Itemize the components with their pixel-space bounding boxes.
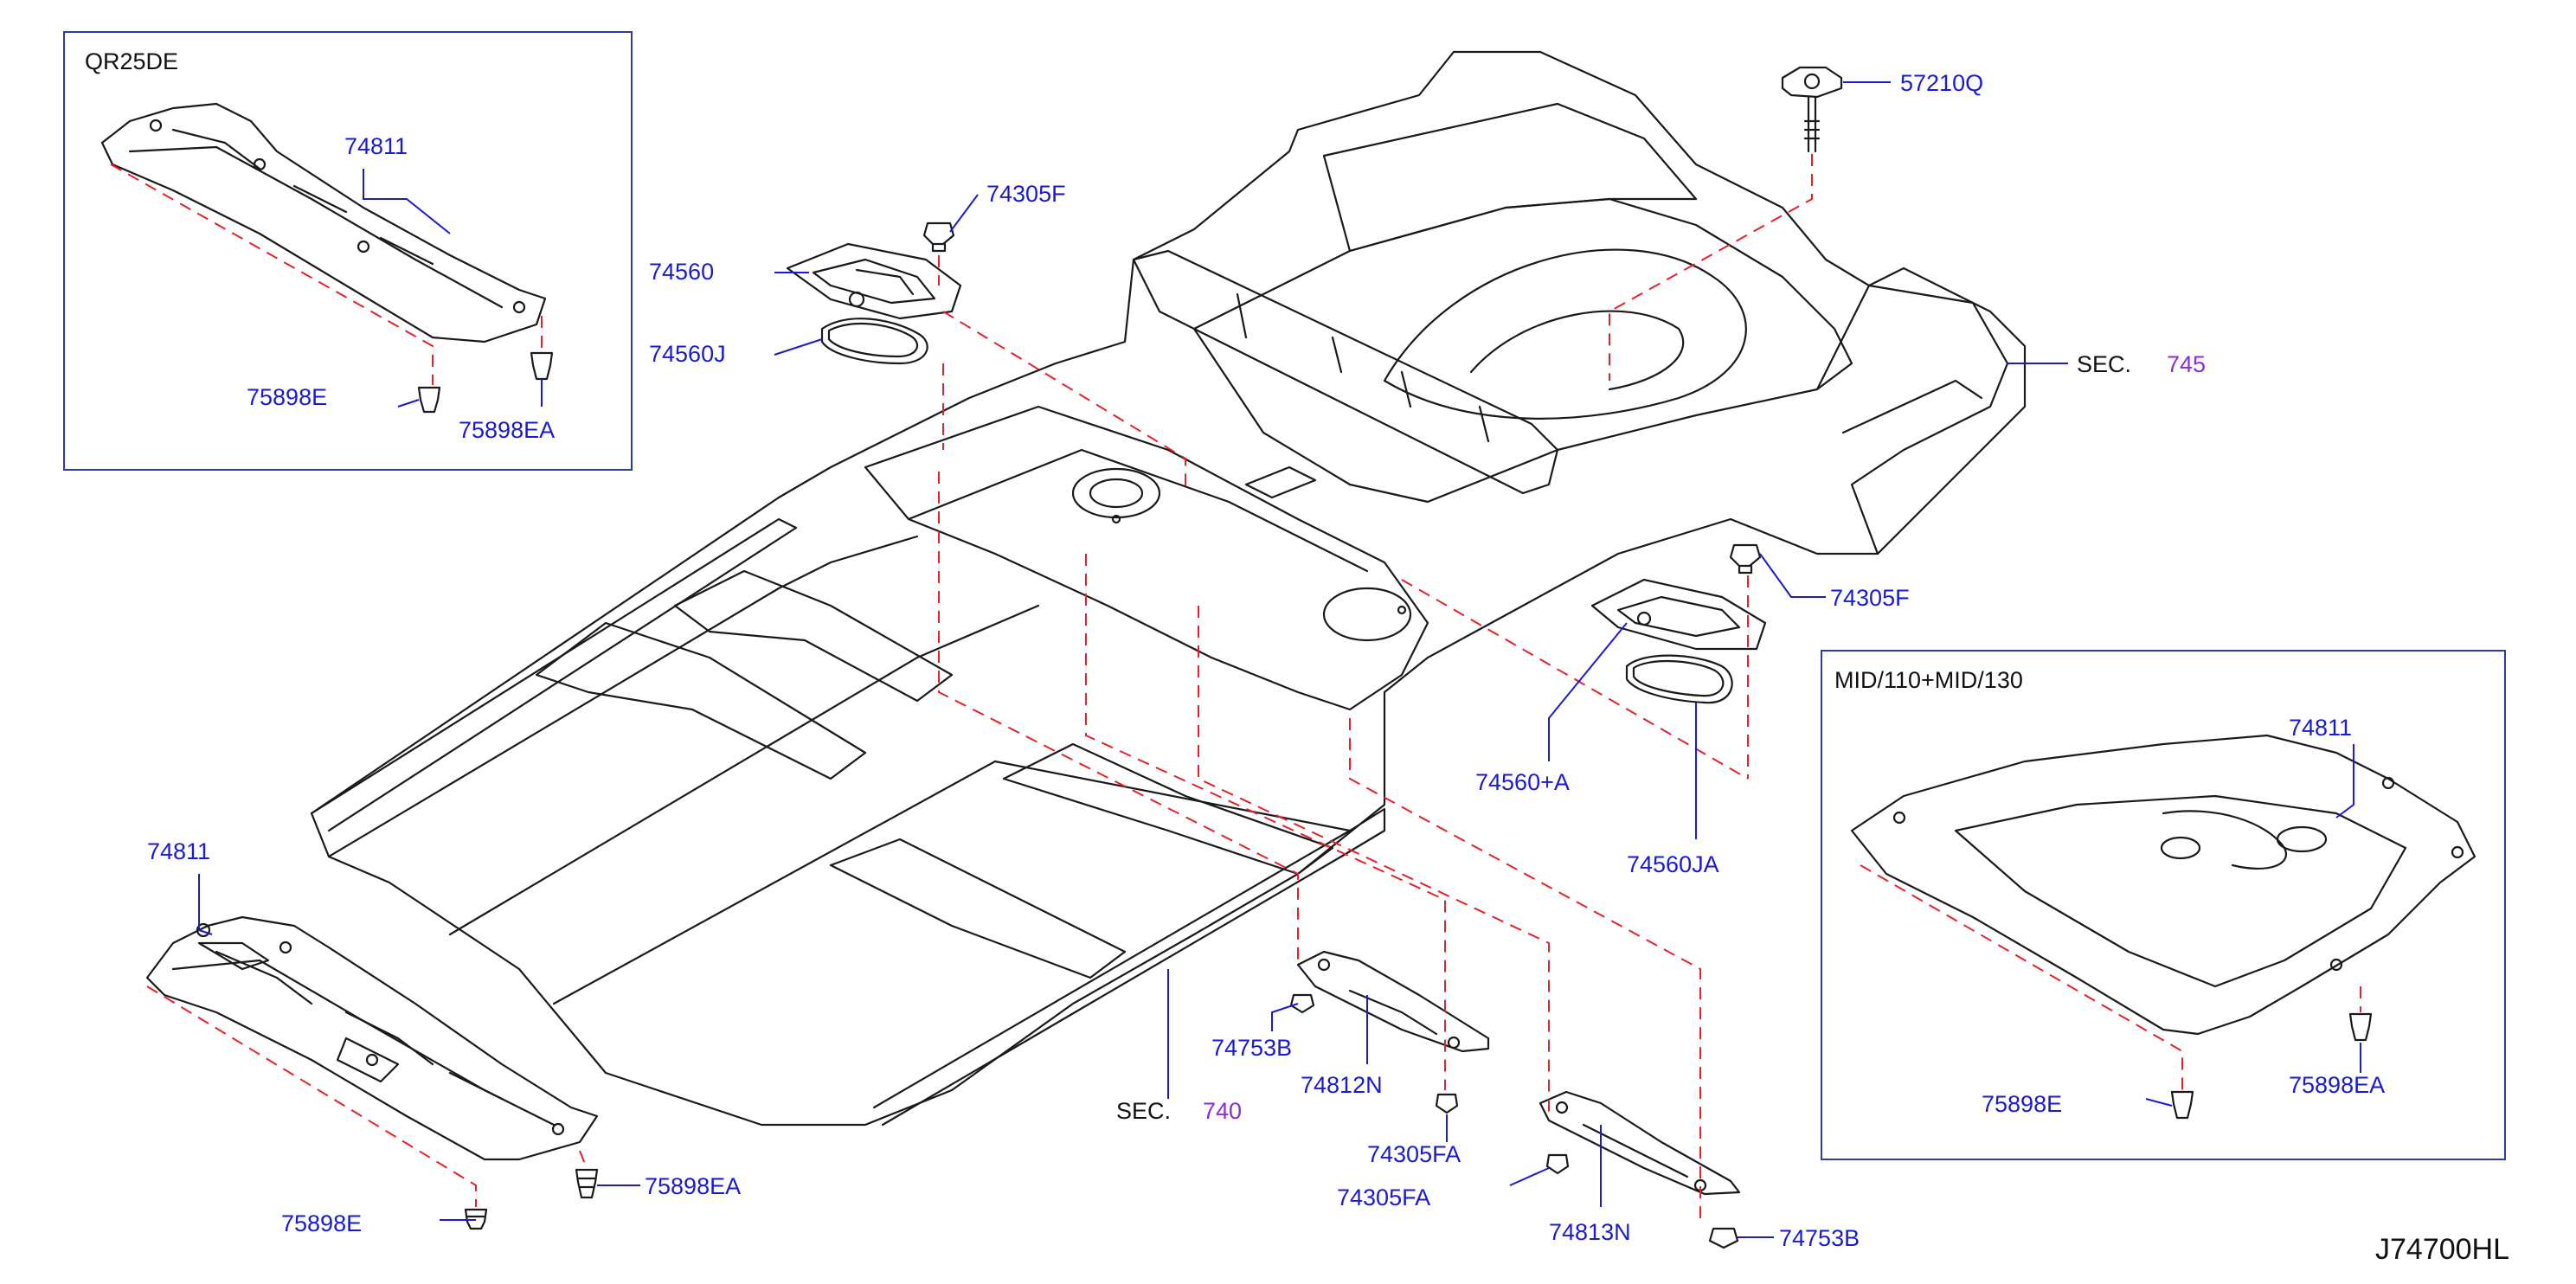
label-74305f-top: 74305F <box>986 181 1066 207</box>
label-75898e-inset-right: 75898E <box>1982 1091 2062 1117</box>
hole-cover-74560 <box>786 242 962 320</box>
clip-74305f-top <box>922 221 955 253</box>
label-74811-inset-right: 74811 <box>2289 715 2352 741</box>
clip-74753b-2 <box>1708 1227 1739 1249</box>
label-74560j: 74560J <box>649 341 726 367</box>
label-74811-main: 74811 <box>147 838 210 864</box>
section-ref-740-number: 740 <box>1203 1098 1242 1124</box>
spare-tire-clamp-57210q <box>1781 66 1843 153</box>
inset-left-assembly-line <box>110 164 434 385</box>
inset-title-mid110-mid130: MID/110+MID/130 <box>1834 667 2023 693</box>
bracket-74813n <box>1539 1090 1741 1196</box>
label-74305fa-1: 74305FA <box>1367 1141 1461 1167</box>
label-74813n: 74813N <box>1549 1219 1631 1245</box>
clip-75898e-inset-left <box>417 386 441 414</box>
floor-panel-drawing <box>310 50 2027 1127</box>
hole-cover-gasket-74560ja <box>1625 654 1733 704</box>
assembly-lines <box>146 154 1813 1224</box>
label-75898e-main: 75898E <box>281 1210 362 1236</box>
label-74305fa-2: 74305FA <box>1337 1184 1430 1210</box>
hole-cover-gasket-74560j <box>820 318 928 365</box>
label-75898ea-inset-left: 75898EA <box>459 417 555 443</box>
label-57210q: 57210Q <box>1900 70 1983 96</box>
inset-box-qr25de <box>63 31 633 471</box>
clip-75898ea-inset-left <box>530 351 554 381</box>
label-74753b-2: 74753B <box>1779 1225 1860 1251</box>
label-75898ea-inset-right: 75898EA <box>2289 1072 2385 1098</box>
label-74812n: 74812N <box>1301 1072 1383 1098</box>
leader-lines <box>198 81 2361 1238</box>
section-ref-745-number: 745 <box>2167 351 2206 377</box>
clip-75898ea-main <box>575 1168 599 1199</box>
bracket-74812n <box>1296 950 1490 1053</box>
label-74305f-right: 74305F <box>1830 585 1910 611</box>
inset-box-mid110-mid130 <box>1821 650 2506 1160</box>
clip-75898e-inset-right <box>2170 1090 2194 1120</box>
label-75898ea-main: 75898EA <box>645 1173 741 1199</box>
section-ref-745-prefix: SEC. <box>2077 351 2131 377</box>
clip-74753b-1 <box>1289 993 1315 1014</box>
under-cover-74811-inset-right <box>1850 734 2476 1036</box>
inset-title-qr25de: QR25DE <box>85 48 178 74</box>
label-74560ja: 74560JA <box>1627 851 1719 877</box>
section-ref-740-prefix: SEC. <box>1116 1098 1171 1124</box>
clip-74305fa-2 <box>1545 1153 1570 1175</box>
label-74560a: 74560+A <box>1475 769 1570 795</box>
diagram-code: J74700HL <box>2375 1233 2509 1266</box>
label-74560: 74560 <box>649 259 714 285</box>
hole-cover-74560a <box>1590 578 1767 651</box>
clip-74305f-right <box>1729 543 1762 575</box>
clip-75898ea-inset-right <box>2348 1012 2373 1042</box>
inset-right-assembly-line <box>1860 864 2183 1090</box>
under-cover-74811-main <box>145 915 599 1161</box>
under-cover-74811-inset-left <box>100 102 547 343</box>
label-74811-inset-left: 74811 <box>344 133 408 159</box>
label-75898e-inset-left: 75898E <box>247 384 327 410</box>
clip-74305fa-1 <box>1435 1093 1459 1114</box>
label-74753b-1: 74753B <box>1211 1035 1292 1061</box>
